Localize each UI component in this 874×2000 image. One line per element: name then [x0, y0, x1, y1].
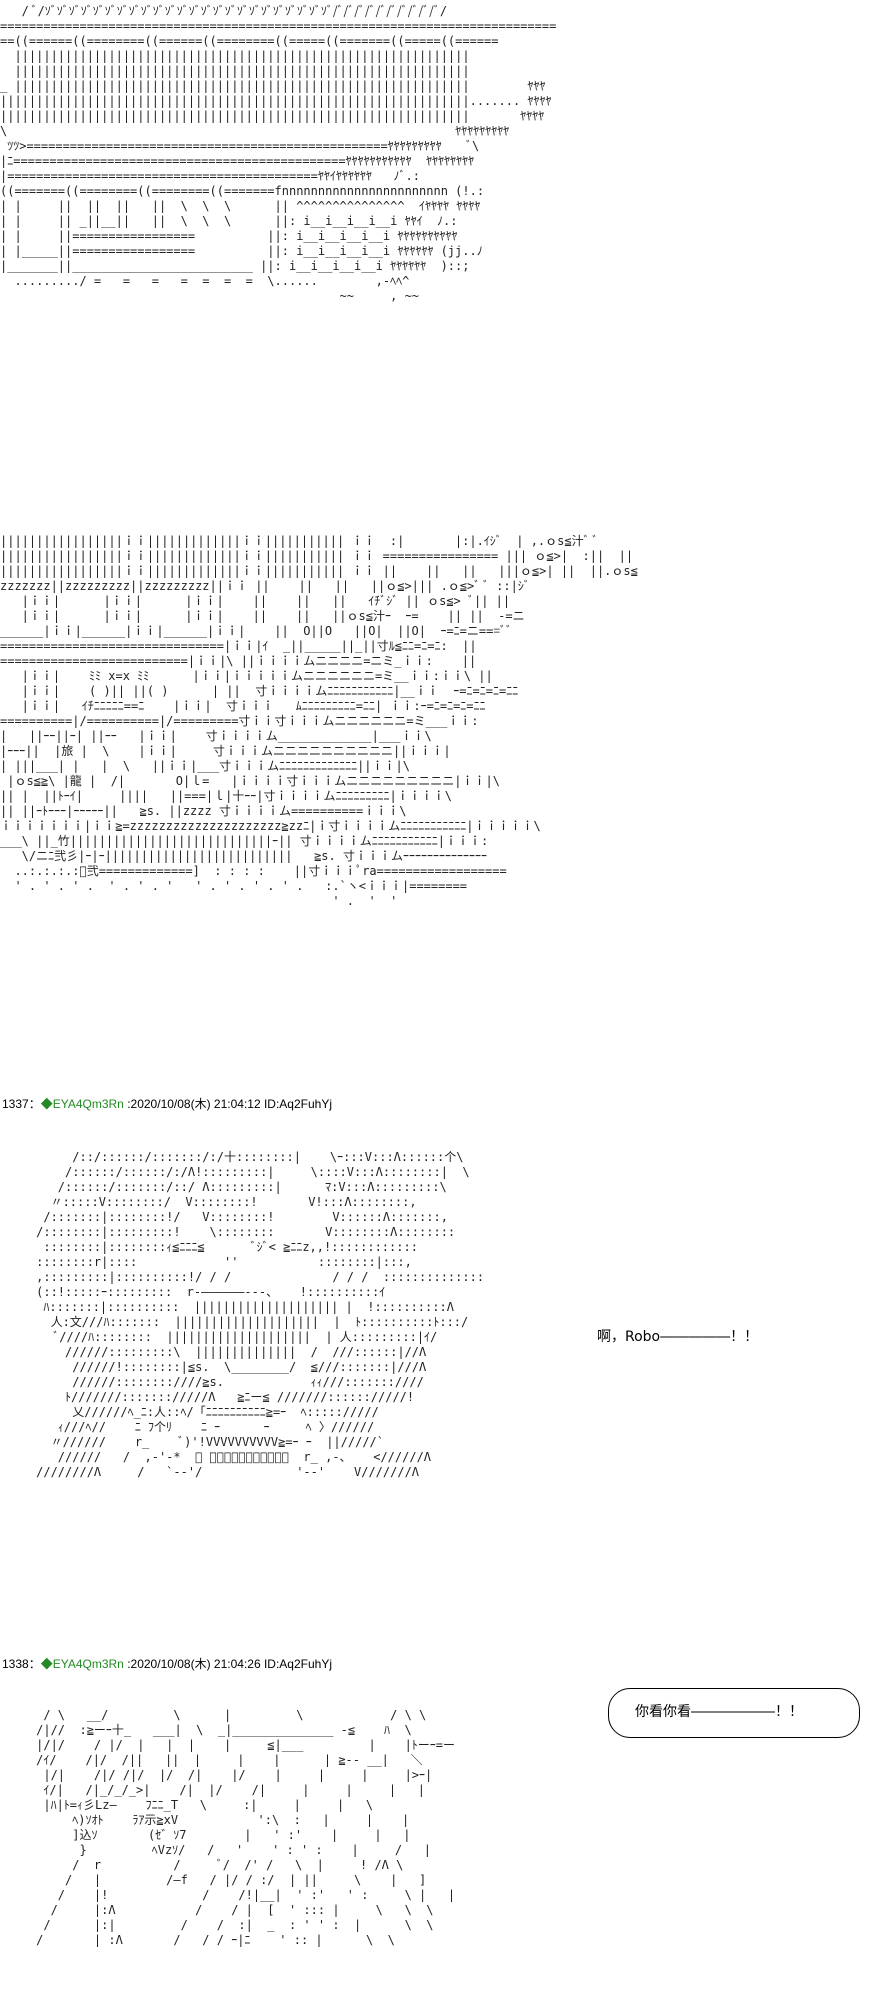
- speech-bubble-1338: 你看你看――――――！！: [608, 1688, 860, 1738]
- post-trip: ◆EYA4Qm3Rn: [40, 1097, 124, 1111]
- post-number[interactable]: 1337: [2, 1097, 29, 1111]
- post-header-1337: 1337：◆EYA4Qm3Rn :2020/10/08(木) 21:04:12 …: [2, 1096, 332, 1112]
- scene-townscape-art: / ﾞ/ｿﾞｿﾞｿﾞｿﾞｿﾞｿﾞｿﾞｿﾞｿﾞｿﾞｿﾞｿﾞｿﾞｿﾞｿﾞｿﾞｿﾞｿﾞ…: [0, 4, 557, 303]
- post-datetime-id: :2020/10/08(木) 21:04:12 ID:Aq2FuhYj: [127, 1097, 333, 1111]
- post-trip: ◆EYA4Qm3Rn: [40, 1657, 124, 1671]
- post-header-1338: 1338：◆EYA4Qm3Rn :2020/10/08(木) 21:04:26 …: [2, 1656, 332, 1672]
- post-separator: ：: [28, 1097, 41, 1111]
- scene-street-art: |||||||||||||||||ｉｉ|||||||||||||ｉｉ||||||…: [0, 534, 638, 908]
- post-datetime-id: :2020/10/08(木) 21:04:26 ID:Aq2FuhYj: [127, 1657, 333, 1671]
- speech-bubble-text: 你看你看――――――！！: [635, 1704, 803, 1720]
- post-number[interactable]: 1338: [2, 1657, 29, 1671]
- character-face-art: /::/::::::/:::::::/:/十::::::::| \ｰ:::V::…: [36, 1150, 485, 1479]
- dialogue-line-1337: 啊，Robo―――――！！: [597, 1329, 759, 1345]
- character-pointing-art: / \ __/ \ | \ / \ \ /|// :≧ーｰ十_ ___| \ _…: [36, 1708, 456, 1947]
- post-separator: ：: [28, 1657, 41, 1671]
